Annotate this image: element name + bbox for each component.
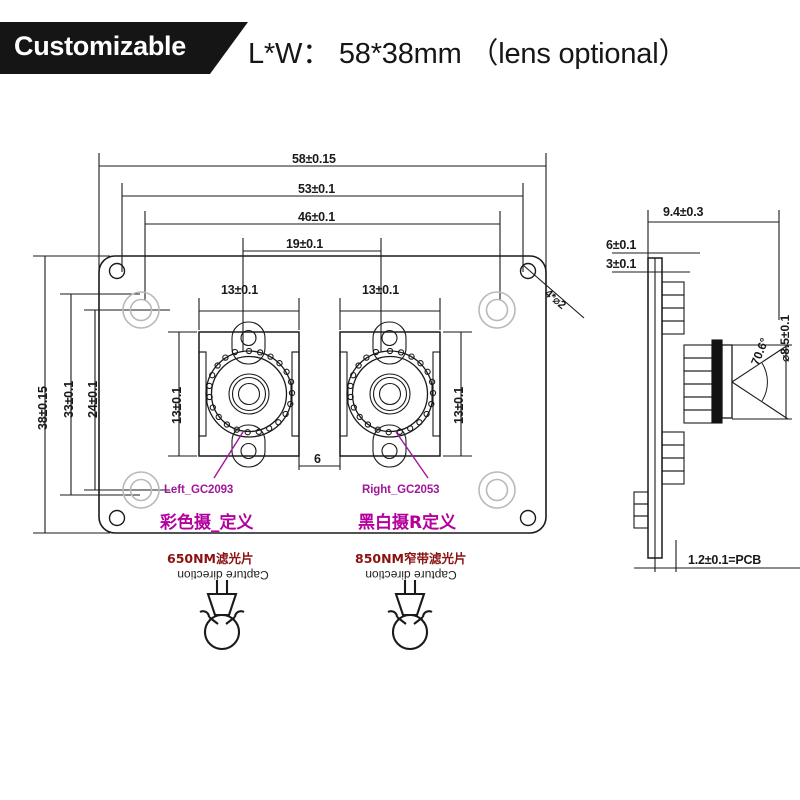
left-capture-direction-icon [199,580,245,651]
right-camera-callout: Right_GC2053 [362,484,440,496]
right-camera-callout-cn: 黑白摄R定义 [358,513,457,533]
left-filter-label: 650NM滤光片 [167,551,254,566]
header-banner: Customizable L*W： 58*38mm （lens optional… [0,22,800,74]
lens-diameter-label: ⌀8.5±0.1 [778,314,792,362]
right-capture-direction-icon [387,580,433,651]
left-lens-knurl [206,347,296,436]
dim-barrel-step-lower: 3±0.1 [606,257,637,271]
dim-module-gap: 6 [314,452,321,466]
left-dimension-lines [33,255,170,534]
dim-module-center-span: 19±0.1 [286,237,323,251]
top-dimension-lines [98,153,547,352]
dim-hole-span-vertical-inner: 24±0.1 [86,381,100,418]
hole-count-leader [522,264,585,319]
inset-mounting-holes [122,291,516,509]
right-filter-label: 850NM窄带滤光片 [355,551,467,566]
right-lens-knurl [347,347,437,436]
dim-left-module-width: 13±0.1 [221,283,258,297]
right-camera-module [339,298,472,479]
fov-cone [731,344,789,420]
pcb-thickness-label: 1.2±0.1=PCB [688,553,762,567]
left-camera-callout-cn: 彩色摄_定义 [160,513,254,533]
dim-right-module-height: 13±0.1 [452,387,466,424]
dim-hole-span-vertical-outer: 33±0.1 [62,381,76,418]
dim-hole-span-outer: 53±0.1 [298,182,335,196]
dim-barrel-step-upper: 6±0.1 [606,238,637,252]
customizable-badge [0,22,248,74]
customizable-badge-label: Customizable [14,31,186,61]
dim-overall-width: 38±0.15 [36,386,50,430]
left-camera-module [168,298,300,479]
pcb-outline [98,255,547,534]
corner-mounting-holes [108,262,537,527]
dim-right-module-width: 13±0.1 [362,283,399,297]
module-gap-dimension [298,440,341,470]
side-view-geometry [612,210,800,572]
dim-hole-span-inner: 46±0.1 [298,210,335,224]
dim-left-module-height: 13±0.1 [170,387,184,424]
left-camera-callout: Left_GC2093 [164,484,234,496]
dim-lens-total-height: 9.4±0.3 [663,205,704,219]
product-dimension-title: L*W： 58*38mm （lens optional） [248,38,688,70]
left-capture-direction-label: Capture direction [177,568,269,582]
dim-overall-length: 58±0.15 [292,152,336,166]
right-capture-direction-label: Capture direction [365,568,457,582]
